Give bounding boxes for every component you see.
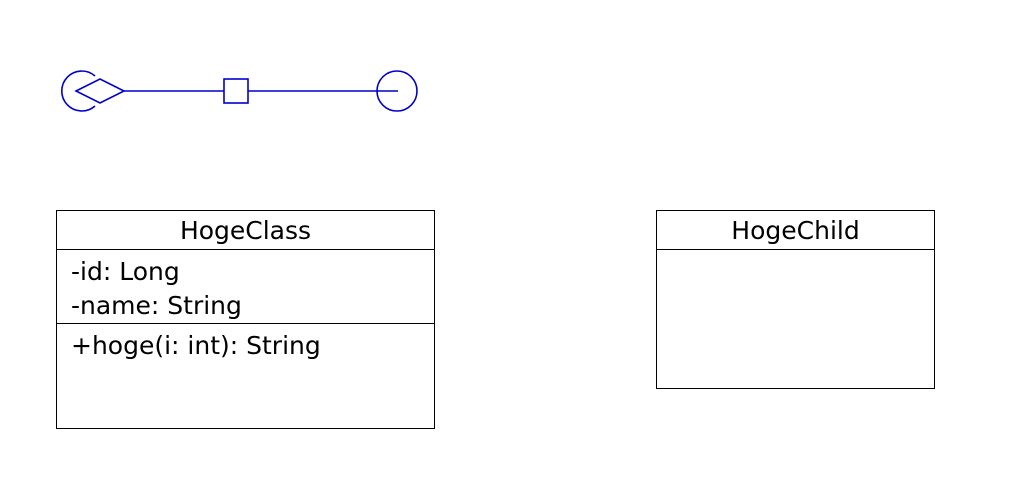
attribute-name[interactable]: -name: String — [71, 291, 242, 320]
start-end-circle-icon[interactable] — [61, 70, 96, 112]
attributes-section-hogeclass[interactable]: -id: Long -name: String — [57, 250, 434, 324]
class-name-hogeclass[interactable]: HogeClass — [57, 211, 434, 250]
aggregation-diamond-icon[interactable] — [74, 78, 126, 104]
class-name-hogechild[interactable]: HogeChild — [657, 211, 934, 250]
class-box-hogeclass[interactable]: HogeClass -id: Long -name: String +hoge(… — [56, 210, 435, 429]
operation-hoge[interactable]: +hoge(i: int): String — [71, 331, 321, 360]
midpoint-square-handle[interactable] — [223, 78, 249, 104]
operations-section-hogeclass[interactable]: +hoge(i: int): String — [57, 324, 434, 363]
association-connector[interactable] — [0, 0, 1032, 200]
class-box-hogechild[interactable]: HogeChild — [656, 210, 935, 389]
attribute-id[interactable]: -id: Long — [71, 257, 180, 286]
end-circle-icon[interactable] — [376, 70, 418, 112]
